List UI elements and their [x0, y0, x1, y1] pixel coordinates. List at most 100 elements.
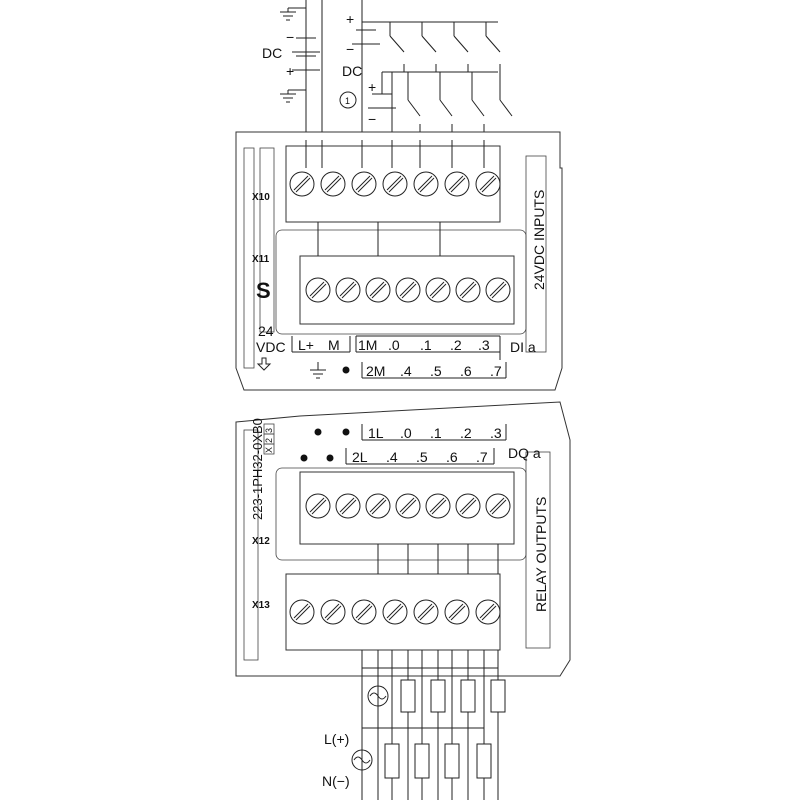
load-resistor-icon [444, 743, 460, 779]
screw-terminal-icon [351, 599, 377, 625]
terminal-label: .2 [450, 337, 462, 353]
neutral-minus-label: N(−) [322, 773, 350, 789]
cover-x12 [275, 467, 527, 561]
terminal-label: .1 [430, 425, 442, 441]
screw-terminal-icon [365, 493, 391, 519]
line-plus-label: L(+) [324, 731, 349, 747]
screw-terminal-icon [335, 493, 361, 519]
screw-terminal-icon [413, 171, 439, 197]
screw-terminal-icon [382, 599, 408, 625]
plus-sign-sensor: + [346, 11, 354, 27]
terminal-label: 1L [368, 425, 384, 441]
connector-x12: X12 [252, 536, 270, 547]
screw-terminal-icon [382, 171, 408, 197]
dc-label-mid: DC [342, 63, 362, 79]
screw-terminal-icon [485, 493, 511, 519]
dq-bottom-labels: 2L.4.5.6.7 [352, 449, 488, 465]
connector-x10: X10 [252, 192, 270, 203]
load-resistor-icon [490, 679, 506, 713]
left-rail-lower [243, 429, 259, 661]
load-resistor-icon [384, 743, 400, 779]
x12-screws [305, 493, 511, 519]
terminal-label: .3 [490, 425, 502, 441]
screw-terminal-icon [485, 277, 511, 303]
screw-terminal-icon [305, 277, 331, 303]
screw-terminal-icon [335, 277, 361, 303]
input-module: X10 X11 S 24 VDC 24VDC INPUTS L+ M 1M .0 .1.… [235, 131, 563, 391]
version-box-1: X [264, 447, 274, 453]
supply-voltage-vdc: VDC [256, 339, 286, 355]
dq-label: DQ a [508, 445, 541, 461]
screw-terminal-icon [305, 493, 331, 519]
screw-terminal-icon [455, 493, 481, 519]
loads-upper [400, 679, 506, 713]
terminal-label: .4 [386, 449, 398, 465]
terminal-label: 2M [366, 363, 385, 379]
screw-terminal-icon [289, 171, 315, 197]
terminal-label: .1 [420, 337, 432, 353]
terminal-label: M [328, 337, 340, 353]
dc-label-top: DC [262, 45, 282, 61]
version-boxes: 3 2 X [263, 423, 275, 455]
load-resistor-icon [430, 679, 446, 713]
input-switches-lower [391, 72, 513, 140]
supply-voltage-24: 24 [258, 323, 274, 339]
terminal-label: .5 [430, 363, 442, 379]
terminal-label: .0 [388, 337, 400, 353]
dq-top-labels: 1L .0 .1 .2 .3 [368, 425, 502, 441]
note-marker-circle [339, 91, 357, 109]
note-marker: 1 [345, 96, 350, 106]
left-rail [243, 147, 255, 369]
screw-terminal-icon [425, 493, 451, 519]
screw-terminal-icon [289, 599, 315, 625]
minus-sign-sensor: − [346, 41, 354, 57]
load-resistor-icon [414, 743, 430, 779]
screw-terminal-icon [444, 599, 470, 625]
screw-terminal-icon [395, 277, 421, 303]
terminal-label: .7 [476, 449, 488, 465]
screw-terminal-icon [425, 277, 451, 303]
screw-terminal-icon [320, 599, 346, 625]
ground-symbol-module [310, 362, 326, 379]
ac-source-lower-icon [351, 749, 373, 771]
loads-lower [384, 743, 492, 779]
terminal-label: .7 [490, 363, 502, 379]
minus-sign: − [286, 29, 294, 45]
plus-sign: + [286, 63, 294, 79]
dc-supply-left: DC − + [262, 29, 320, 79]
terminal-label: .2 [460, 425, 472, 441]
screw-terminal-icon [475, 599, 501, 625]
output-module: 223-1PH32-0XB0 3 2 X X12 X13 RELAY OUTPU… [235, 401, 571, 677]
inputs-title: 24VDC INPUTS [531, 190, 547, 290]
logo-icon: S [256, 278, 271, 303]
terminal-label: 1M [358, 337, 377, 353]
screw-terminal-icon [395, 493, 421, 519]
screw-terminal-icon [365, 277, 391, 303]
input-switches-upper [389, 22, 501, 72]
di-top-labels: L+ M 1M .0 .1 .2 .3 [298, 337, 490, 353]
output-load-wiring: L(+) N(−) [322, 650, 506, 800]
ac-source-upper-icon [367, 685, 389, 707]
terminal-label: .4 [400, 363, 412, 379]
screw-terminal-icon [351, 171, 377, 197]
terminal-label: L+ [298, 337, 314, 353]
load-resistor-icon [460, 679, 476, 713]
screw-terminal-icon [320, 171, 346, 197]
minus-sign-sensor-2: − [368, 111, 376, 127]
terminal-label: .0 [400, 425, 412, 441]
screw-terminal-icon [413, 599, 439, 625]
terminal-label: .3 [478, 337, 490, 353]
screw-terminal-icon [455, 277, 481, 303]
plus-sign-sensor-2: + [368, 79, 376, 95]
x10-screws [289, 171, 501, 197]
connector-x13: X13 [252, 600, 270, 611]
cover-x11 [275, 229, 527, 335]
top-external-wiring: DC − + + − DC 1 + − [262, 0, 513, 140]
arrow-down-icon [256, 357, 272, 371]
terminal-label: 2L [352, 449, 368, 465]
outputs-title: RELAY OUTPUTS [533, 497, 549, 612]
connector-x11: X11 [252, 254, 270, 265]
bullet-dot [342, 366, 350, 374]
x11-screws [305, 277, 511, 303]
